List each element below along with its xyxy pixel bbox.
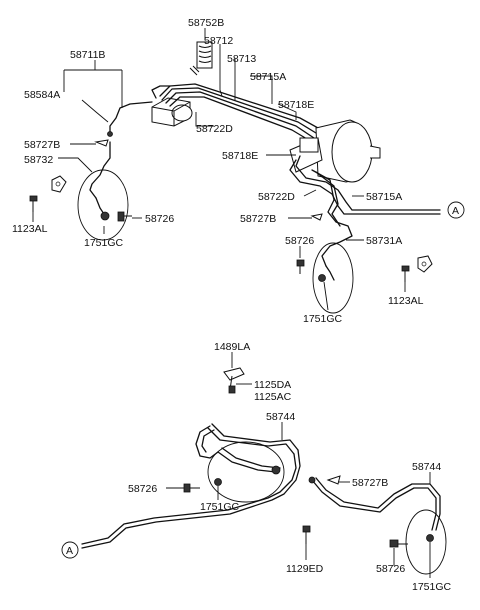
bolt-58726-mid bbox=[296, 259, 305, 274]
clip-58727B-mid bbox=[310, 213, 323, 221]
label-58732: 58732 bbox=[24, 154, 53, 166]
bolt-left bbox=[29, 195, 38, 212]
label-1751GC-left: 1751GC bbox=[84, 237, 124, 249]
hose-mid bbox=[312, 242, 354, 314]
brake-booster bbox=[289, 119, 381, 183]
valve-block-upper bbox=[151, 97, 193, 127]
label-1123AL-right: 1123AL bbox=[388, 295, 424, 307]
long-pipe-left bbox=[81, 449, 301, 549]
label-58718E-top: 58718E bbox=[278, 99, 314, 111]
left-front-pipe bbox=[89, 101, 153, 199]
bolt-1125DA bbox=[228, 385, 236, 394]
label-58726-mid: 58726 bbox=[285, 235, 314, 247]
clip-58727B-low bbox=[326, 475, 341, 485]
label-1125AC: 1125AC bbox=[254, 391, 292, 403]
label-58752B: 58752B bbox=[188, 17, 224, 29]
label-58718E-mid: 58718E bbox=[222, 150, 258, 162]
label-58713: 58713 bbox=[227, 53, 256, 65]
reference-A-bottom bbox=[61, 541, 79, 559]
label-58744-right: 58744 bbox=[412, 461, 441, 473]
label-1751GC-br: 1751GC bbox=[412, 581, 452, 593]
label-58727B-mid: 58727B bbox=[240, 213, 276, 225]
right-rear-pipe bbox=[308, 476, 447, 575]
bolt-1129ED bbox=[302, 525, 311, 544]
label-58722D-top: 58722D bbox=[196, 123, 233, 135]
bracket-1123AL-left bbox=[51, 175, 67, 193]
spring-clip-58752B bbox=[189, 41, 213, 76]
label-58726-low: 58726 bbox=[128, 483, 157, 495]
label-1751GC-low: 1751GC bbox=[200, 501, 240, 513]
bracket-1123AL-right bbox=[417, 255, 433, 273]
label-1489LA: 1489LA bbox=[214, 341, 250, 353]
bolt-58726-low bbox=[183, 483, 200, 493]
master-cylinder-pipes bbox=[289, 155, 441, 267]
label-58711B: 58711B bbox=[70, 49, 105, 61]
label-58744-center: 58744 bbox=[266, 411, 295, 423]
label-1123AL-left: 1123AL bbox=[12, 223, 48, 235]
label-58726-br: 58726 bbox=[376, 563, 405, 575]
reference-A-top bbox=[447, 201, 465, 219]
brake-pipe-bundle bbox=[151, 83, 319, 143]
bolt-58726-left bbox=[117, 211, 132, 222]
label-58715A-mid: 58715A bbox=[366, 191, 402, 203]
label-1129ED: 1129ED bbox=[286, 563, 324, 575]
label-ref-A-top: A bbox=[452, 205, 459, 217]
hose-left bbox=[77, 169, 129, 241]
label-58712: 58712 bbox=[204, 35, 233, 47]
label-1125DA: 1125DA bbox=[254, 379, 291, 391]
label-58715A-top: 58715A bbox=[250, 71, 286, 83]
bolt-right bbox=[401, 265, 410, 282]
label-58731A: 58731A bbox=[366, 235, 402, 247]
label-58727B-top: 58727B bbox=[24, 139, 60, 151]
label-58584A: 58584A bbox=[24, 89, 60, 101]
rear-pipe-bracket bbox=[195, 423, 299, 503]
bolt-58726-br bbox=[389, 539, 408, 548]
label-58722D-mid: 58722D bbox=[258, 191, 295, 203]
clip-58727B-top bbox=[94, 139, 109, 147]
label-58727B-low: 58727B bbox=[352, 477, 388, 489]
label-ref-A-bottom: A bbox=[66, 545, 73, 557]
leader-lines bbox=[32, 28, 431, 578]
label-58726-left: 58726 bbox=[145, 213, 174, 225]
label-1751GC-mid: 1751GC bbox=[303, 313, 343, 325]
